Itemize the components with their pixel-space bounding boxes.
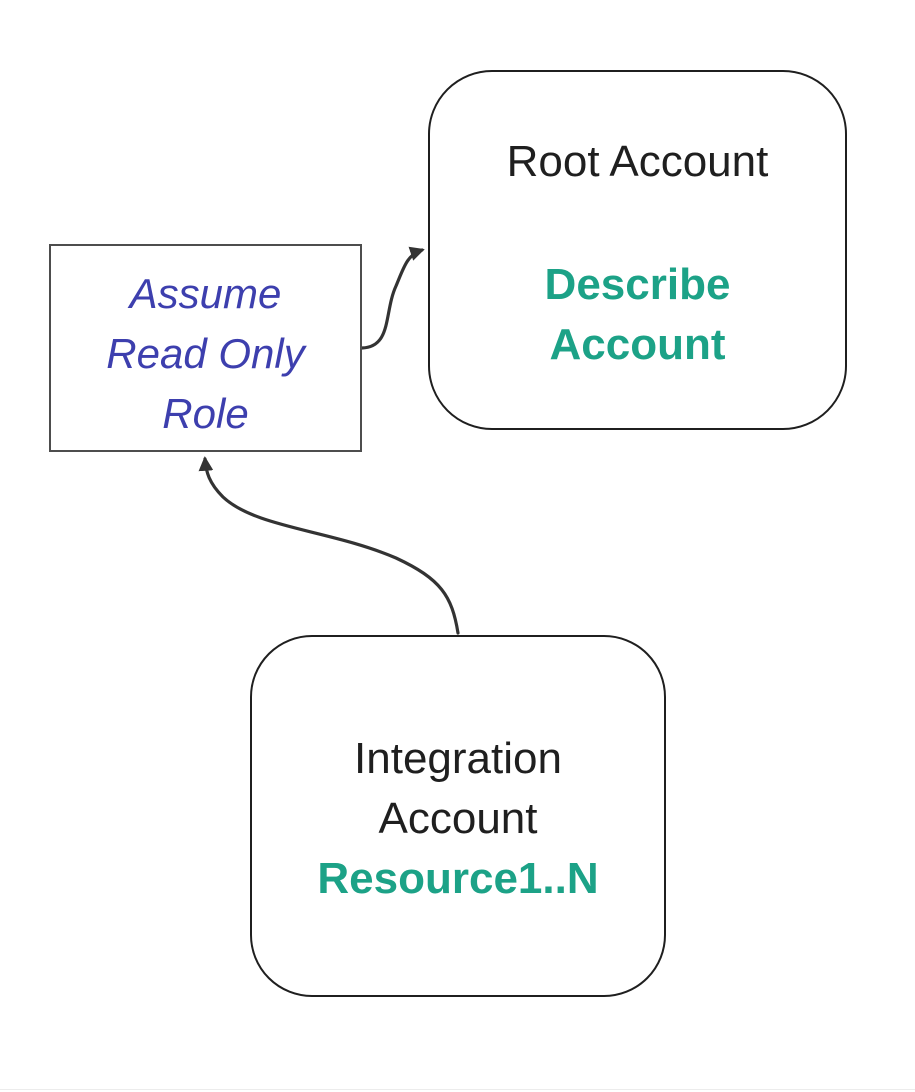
root-account-action-line2: Account [549,320,726,369]
root-account-title: Root Account [506,137,769,186]
assume-role-line2: Read Only [106,330,305,377]
arrow-integration-to-assume [198,456,460,635]
arrow-assume-to-root [360,246,425,350]
integration-account-title-line2: Account [378,794,538,843]
node-root-account: Root Account Describe Account [428,70,847,430]
integration-account-resources-label: Resource1..N [317,854,599,903]
bottom-edge-divider [0,1089,915,1090]
assume-role-line1: Assume [129,270,282,317]
node-integration-account: Integration Account Resource1..N [250,635,666,997]
root-account-action-line1: Describe [544,260,731,309]
integration-account-title-line1: Integration [354,734,562,783]
assume-role-line3: Role [162,390,249,437]
node-assume-read-only-role: Assume Read Only Role [49,244,362,452]
